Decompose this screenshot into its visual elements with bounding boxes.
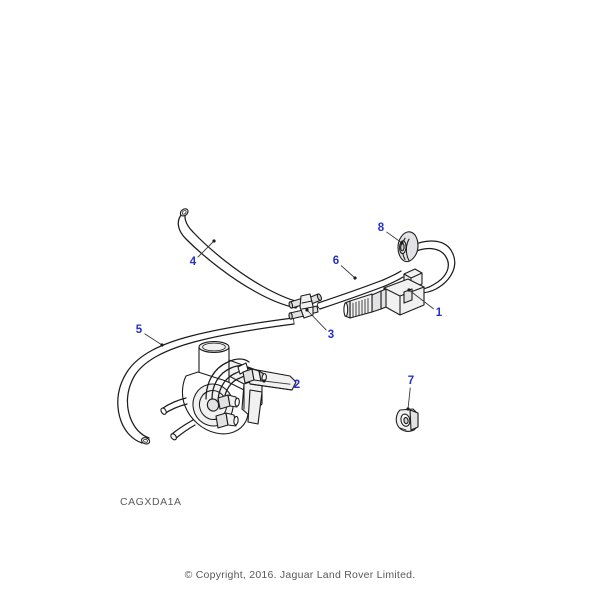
callout-leader-4 (197, 240, 215, 258)
callout-number-4[interactable]: 4 (190, 256, 197, 268)
callout-leader-7 (407, 387, 411, 410)
callout-2: 2 (262, 379, 300, 391)
vacuum-hose-lower (117, 317, 295, 445)
callout-number-1[interactable]: 1 (436, 307, 443, 319)
vacuum-hose-upper (177, 208, 300, 309)
callout-target-3 (305, 308, 309, 312)
callout-leader-2 (263, 380, 291, 385)
callout-3: 3 (305, 308, 334, 341)
callout-layer: 1 2 3 4 5 6 7 8 (136, 222, 443, 411)
vacuum-pump-assembly (160, 341, 297, 441)
callout-target-1 (407, 288, 411, 292)
callout-5: 5 (136, 324, 164, 347)
callout-leader-8 (386, 231, 403, 244)
callout-number-6[interactable]: 6 (333, 255, 339, 267)
callout-target-2 (262, 379, 266, 383)
callout-8: 8 (378, 222, 404, 245)
callout-6: 6 (333, 255, 357, 280)
callout-number-8[interactable]: 8 (378, 222, 385, 234)
callout-leader-1 (408, 289, 434, 310)
retaining-clip (395, 408, 419, 432)
callout-target-7 (406, 407, 410, 411)
callout-number-5[interactable]: 5 (136, 324, 143, 336)
callout-number-7[interactable]: 7 (408, 375, 414, 387)
callout-target-6 (353, 276, 357, 280)
vacuum-check-valve (343, 268, 425, 319)
tee-connector (288, 293, 322, 320)
callout-target-4 (212, 239, 216, 243)
part-code-label: CAGXDA1A (120, 496, 182, 508)
callout-leader-3 (306, 309, 327, 331)
callout-number-2[interactable]: 2 (294, 379, 300, 391)
callout-1: 1 (407, 288, 443, 319)
callout-leader-5 (144, 333, 163, 346)
callout-4: 4 (190, 239, 216, 268)
hose-grommet (397, 231, 419, 263)
hose-connector-nipple (242, 368, 267, 384)
callout-target-5 (160, 343, 164, 347)
callout-target-8 (400, 241, 404, 245)
callout-7: 7 (406, 375, 414, 411)
callout-number-3[interactable]: 3 (328, 329, 334, 341)
copyright-notice: © Copyright, 2016. Jaguar Land Rover Lim… (184, 569, 416, 581)
callout-leader-6 (340, 265, 356, 279)
